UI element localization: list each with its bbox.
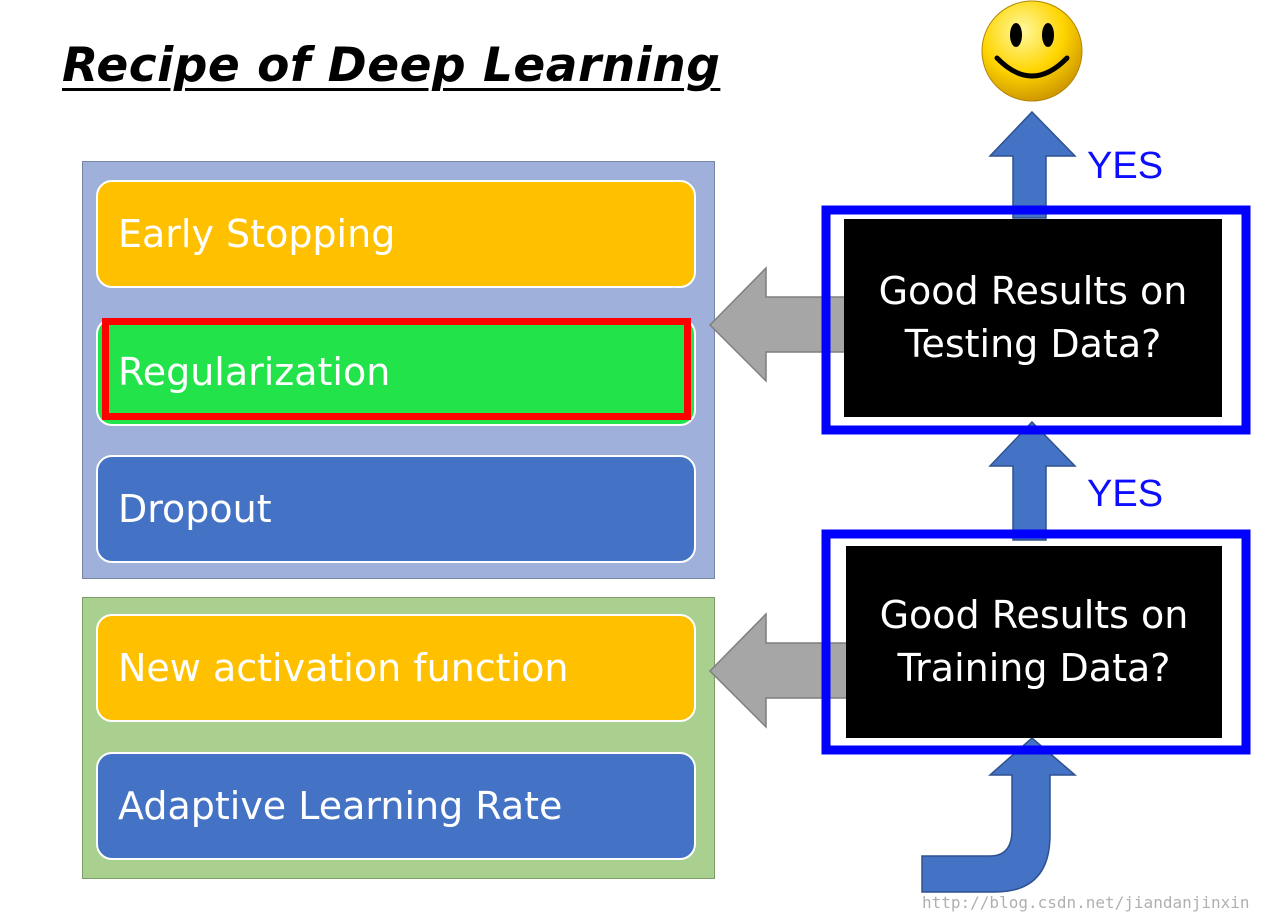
training-to-testing-arrow: [988, 420, 1077, 541]
adaptive-learning-rate-label: Adaptive Learning Rate: [118, 784, 563, 828]
training-decision-label: Good Results on Training Data?: [879, 592, 1189, 690]
new-activation-function-label: New activation function: [118, 646, 569, 690]
regularization-highlight: [102, 318, 691, 420]
testing-decision-label: Good Results on Testing Data?: [878, 268, 1188, 366]
regularization-item[interactable]: Regularization: [96, 318, 696, 426]
yes-label-middle: YES: [1087, 473, 1164, 515]
yes-label-top: YES: [1087, 145, 1164, 187]
new-activation-function-item[interactable]: New activation function: [96, 614, 696, 722]
page-title: Recipe of Deep Learning: [62, 38, 721, 93]
training-decision-border: [821, 529, 1251, 755]
entry-curved-arrow: [921, 737, 1078, 893]
early-stopping-label: Early Stopping: [118, 212, 396, 256]
testing-decision-box: Good Results on Testing Data?: [844, 219, 1222, 417]
training-decision-box: Good Results on Training Data?: [846, 546, 1222, 738]
adaptive-learning-rate-item[interactable]: Adaptive Learning Rate: [96, 752, 696, 860]
watermark-url: http://blog.csdn.net/jiandanjinxin: [922, 893, 1250, 912]
dropout-item[interactable]: Dropout: [96, 455, 696, 563]
dropout-label: Dropout: [118, 487, 272, 531]
success-up-arrow: [988, 110, 1077, 219]
smiley-face-icon: [981, 0, 1083, 102]
testing-decision-border: [821, 205, 1251, 435]
regularization-label: Regularization: [118, 350, 391, 394]
early-stopping-item[interactable]: Early Stopping: [96, 180, 696, 288]
